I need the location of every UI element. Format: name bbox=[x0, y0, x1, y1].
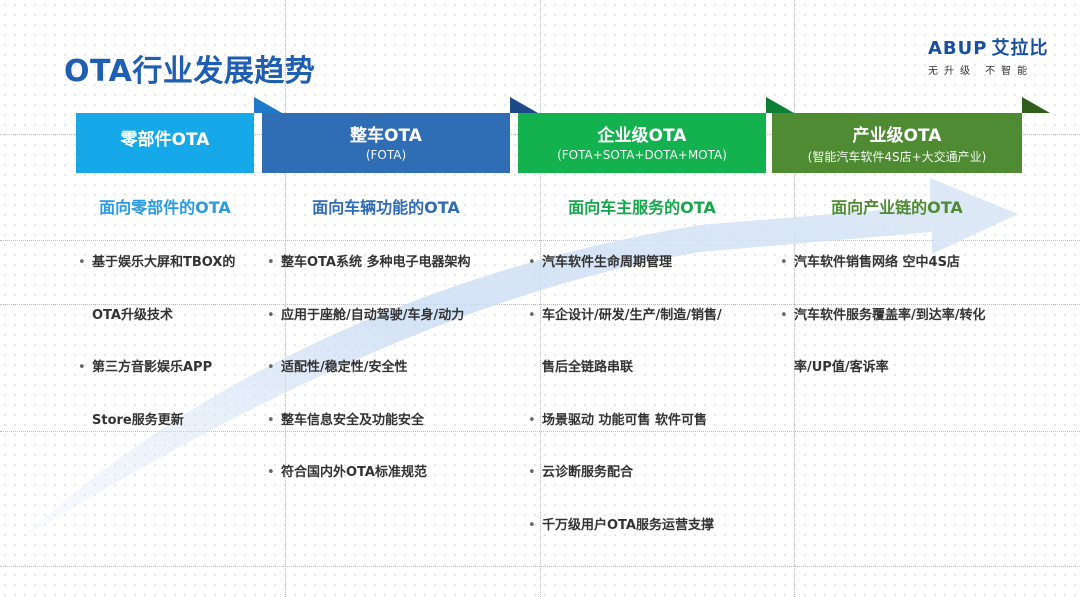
column-heading: 面向产业链的OTA bbox=[831, 198, 963, 217]
bullet-dot: • bbox=[267, 465, 275, 480]
page-title: OTA行业发展趋势 bbox=[64, 54, 316, 89]
bullet-line: 率/UP值/客诉率 bbox=[794, 352, 986, 405]
bullet-line: OTA升级技术 bbox=[92, 300, 235, 353]
logo-tagline: 无升级 不智能 bbox=[928, 66, 1034, 77]
bullet-dot: • bbox=[528, 255, 536, 270]
grid-line bbox=[540, 0, 541, 597]
bullet-text: 符合国内外OTA标准规范 bbox=[281, 465, 427, 480]
bullet-line: • 汽车软件生命周期管理 bbox=[528, 247, 722, 300]
bullet-dot: • bbox=[267, 255, 275, 270]
grid-line bbox=[285, 0, 286, 597]
bullet-line: 售后全链路串联 bbox=[542, 352, 722, 405]
bullet-text: 整车OTA系统 多种电子电器架构 bbox=[281, 255, 471, 270]
bullet-line: • 汽车软件销售网络 空中4S店 bbox=[780, 247, 986, 300]
logo-brand: ABUP bbox=[928, 38, 988, 59]
bullet-line: • 场景驱动 功能可售 软件可售 bbox=[528, 405, 722, 458]
bullet-line: • 基于娱乐大屏和TBOX的 bbox=[78, 247, 236, 300]
bullet-line: • 应用于座舱/自动驾驶/车身/动力 bbox=[267, 300, 471, 353]
bullet-line: • 整车OTA系统 多种电子电器架构 bbox=[267, 247, 471, 300]
stage-component-ota: 零部件OTA bbox=[76, 97, 282, 173]
stage-enterprise-ota: 企业级OTA (FOTA+SOTA+DOTA+MOTA) bbox=[518, 97, 794, 173]
bullet-dot: • bbox=[528, 465, 536, 480]
stage-name: 零部件OTA bbox=[120, 130, 210, 150]
bullet-dot: • bbox=[528, 517, 536, 533]
bullet-text: 整车信息安全及功能安全 bbox=[281, 412, 425, 428]
bullet-text: 云诊断服务配合 bbox=[542, 465, 634, 480]
stage-name: 产业级OTA bbox=[852, 126, 942, 146]
grid-line bbox=[794, 0, 795, 597]
bullet-text: 率/UP值/客诉率 bbox=[794, 360, 889, 375]
bullet-text: 车企设计/研发/生产/制造/销售/ bbox=[542, 307, 722, 323]
bullet-dot: • bbox=[780, 255, 788, 270]
bullet-dot: • bbox=[528, 307, 536, 323]
bullet-text: 适配性/稳定性/安全性 bbox=[281, 360, 408, 375]
bullet-line: • 第三方音影娱乐APP bbox=[78, 352, 235, 405]
bullet-line: • 适配性/稳定性/安全性 bbox=[267, 352, 471, 405]
bullet-dot: • bbox=[267, 360, 275, 375]
stage-subtitle: (FOTA) bbox=[365, 148, 407, 162]
bullet-line: • 符合国内外OTA标准规范 bbox=[267, 457, 471, 510]
bullet-line: • 车企设计/研发/生产/制造/销售/ bbox=[528, 300, 722, 353]
bullet-text: 汽车软件服务覆盖率/到达率/转化 bbox=[794, 307, 986, 323]
bullet-dot: • bbox=[780, 307, 788, 323]
column-heading: 面向车辆功能的OTA bbox=[312, 198, 460, 217]
bullet-text: 应用于座舱/自动驾驶/车身/动力 bbox=[281, 307, 465, 323]
column-bullets-industry: • 汽车软件销售网络 空中4S店 • 汽车软件服务覆盖率/到达率/转化率/UP值/客诉… bbox=[780, 247, 986, 405]
bullet-text: 售后全链路串联 bbox=[542, 360, 634, 375]
bullet-text: 汽车软件销售网络 空中4S店 bbox=[794, 255, 960, 270]
stage-name: 整车OTA bbox=[350, 126, 422, 146]
stage-subtitle: (智能汽车软件4S店+大交通产业) bbox=[807, 150, 987, 164]
stage-industry-ota: 产业级OTA (智能汽车软件4S店+大交通产业) bbox=[772, 97, 1050, 173]
bullet-line: • 千万级用户OTA服务运营支撑 bbox=[528, 510, 722, 563]
stage-subtitle: (FOTA+SOTA+DOTA+MOTA) bbox=[557, 148, 727, 162]
stage-vehicle-ota: 整车OTA (FOTA) bbox=[262, 97, 538, 173]
bullet-dot: • bbox=[528, 412, 536, 428]
stage-name: 企业级OTA bbox=[597, 126, 687, 146]
column-bullets-component: • 基于娱乐大屏和TBOX的 OTA升级技术 • 第三方音影娱乐APP Store服务更新 bbox=[78, 247, 236, 458]
logo-brand-cn: 艾拉比 bbox=[991, 38, 1049, 59]
column-heading: 面向车主服务的OTA bbox=[568, 198, 716, 217]
column-heading: 面向零部件的OTA bbox=[99, 198, 231, 217]
bullet-text: Store服务更新 bbox=[92, 412, 184, 428]
bullet-text: 千万级用户OTA服务运营支撑 bbox=[542, 517, 714, 533]
column-bullets-vehicle: • 整车OTA系统 多种电子电器架构 • 应用于座舱/自动驾驶/车身/动力 • 适配性/稳… bbox=[267, 247, 471, 510]
column-bullets-enterprise: • 汽车软件生命周期管理 • 车企设计/研发/生产/制造/销售/售后全链路串联 • 场景驱… bbox=[528, 247, 722, 563]
bullet-text: 场景驱动 功能可售 软件可售 bbox=[542, 412, 708, 428]
bullet-dot: • bbox=[267, 307, 275, 323]
bullet-dot: • bbox=[267, 412, 275, 428]
bullet-text: 第三方音影娱乐APP bbox=[92, 360, 213, 375]
bullet-line: Store服务更新 bbox=[92, 405, 235, 458]
bullet-text: OTA升级技术 bbox=[92, 307, 173, 323]
bullet-dot: • bbox=[78, 255, 86, 270]
bullet-line: • 云诊断服务配合 bbox=[528, 457, 722, 510]
bullet-dot: • bbox=[78, 360, 86, 375]
bullet-line: • 汽车软件服务覆盖率/到达率/转化 bbox=[780, 300, 986, 353]
bullet-text: 汽车软件生命周期管理 bbox=[542, 255, 673, 270]
bullet-line: • 整车信息安全及功能安全 bbox=[267, 405, 471, 458]
bullet-text: 基于娱乐大屏和TBOX的 bbox=[92, 255, 236, 270]
